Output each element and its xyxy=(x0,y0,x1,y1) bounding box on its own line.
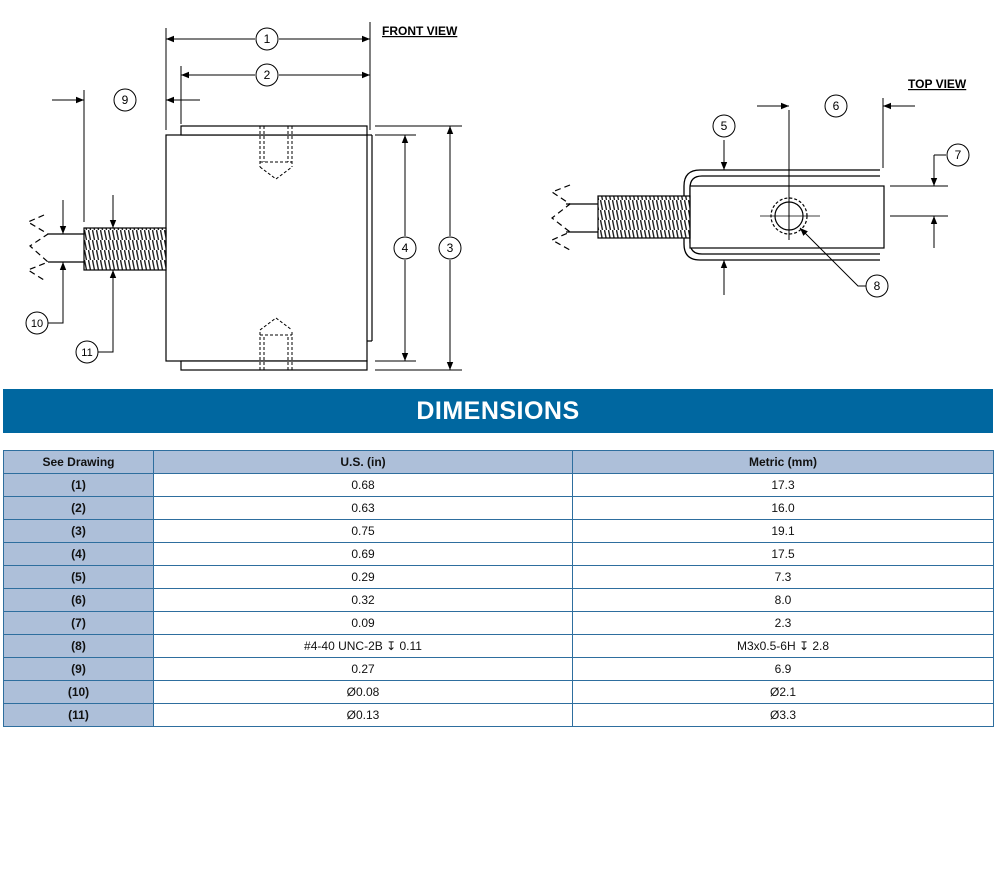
callout-1: 1 xyxy=(255,27,279,51)
row-key-cell: (4) xyxy=(3,542,154,566)
row-key-cell: (5) xyxy=(3,565,154,589)
us-value-cell: 0.27 xyxy=(153,657,573,681)
load-cell-body xyxy=(165,134,368,362)
metric-value-cell: 2.3 xyxy=(572,611,994,635)
metric-value-cell: Ø2.1 xyxy=(572,680,994,704)
metric-value-cell: 17.3 xyxy=(572,473,994,497)
top-view: TOP VIEW xyxy=(550,77,967,295)
threaded-stud-top xyxy=(597,195,691,239)
table-header-row: See Drawing U.S. (in) Metric (mm) xyxy=(3,450,994,474)
hidden-hole-top xyxy=(259,126,293,180)
svg-text:5: 5 xyxy=(721,119,728,133)
bottom-plate xyxy=(180,360,368,371)
callout-11: 11 xyxy=(75,340,99,364)
row-key-cell: (8) xyxy=(3,634,154,658)
cable-break-left xyxy=(26,214,50,281)
header-metric-mm: Metric (mm) xyxy=(572,450,994,474)
metric-value-cell: 19.1 xyxy=(572,519,994,543)
us-value-cell: 0.32 xyxy=(153,588,573,612)
metric-value-cell: M3x0.5-6H ↧ 2.8 xyxy=(572,634,994,658)
us-value-cell: Ø0.08 xyxy=(153,680,573,704)
us-value-cell: #4-40 UNC-2B ↧ 0.11 xyxy=(153,634,573,658)
top-plate xyxy=(180,125,368,136)
callout-2: 2 xyxy=(255,63,279,87)
row-key-cell: (6) xyxy=(3,588,154,612)
row-key-cell: (2) xyxy=(3,496,154,520)
row-key-cell: (10) xyxy=(3,680,154,704)
svg-text:4: 4 xyxy=(402,241,409,255)
svg-text:10: 10 xyxy=(31,318,43,330)
metric-value-cell: Ø3.3 xyxy=(572,703,994,727)
row-key-cell: (11) xyxy=(3,703,154,727)
row-key-cell: (1) xyxy=(3,473,154,497)
us-value-cell: 0.29 xyxy=(153,565,573,589)
top-view-label: TOP VIEW xyxy=(908,77,967,91)
front-view-label: FRONT VIEW xyxy=(382,24,458,38)
callout-8: 8 xyxy=(865,274,889,298)
svg-text:3: 3 xyxy=(447,241,454,255)
us-value-cell: 0.68 xyxy=(153,473,573,497)
us-value-cell: 0.75 xyxy=(153,519,573,543)
dimensions-banner: DIMENSIONS xyxy=(3,389,993,433)
metric-value-cell: 17.5 xyxy=(572,542,994,566)
callout-5: 5 xyxy=(712,114,736,138)
us-value-cell: 0.63 xyxy=(153,496,573,520)
row-key-cell: (7) xyxy=(3,611,154,635)
callout-3: 3 xyxy=(438,236,462,260)
metric-value-cell: 16.0 xyxy=(572,496,994,520)
front-view: FRONT VIEW xyxy=(26,22,462,371)
callout-6: 6 xyxy=(824,94,848,118)
svg-text:9: 9 xyxy=(122,93,129,107)
callout-10: 10 xyxy=(25,311,49,335)
us-value-cell: 0.69 xyxy=(153,542,573,566)
metric-value-cell: 8.0 xyxy=(572,588,994,612)
header-see-drawing: See Drawing xyxy=(3,450,154,474)
cable-break-right xyxy=(550,184,572,251)
callout-9: 9 xyxy=(113,88,137,112)
center-beam xyxy=(689,185,885,249)
header-us-in: U.S. (in) xyxy=(153,450,573,474)
us-value-cell: 0.09 xyxy=(153,611,573,635)
svg-text:7: 7 xyxy=(955,148,962,162)
svg-text:6: 6 xyxy=(833,99,840,113)
dimensions-table: See Drawing U.S. (in) Metric (mm) (1)0.6… xyxy=(3,450,994,727)
metric-value-cell: 6.9 xyxy=(572,657,994,681)
callout-4: 4 xyxy=(393,236,417,260)
svg-text:11: 11 xyxy=(81,347,92,359)
threaded-stud xyxy=(83,227,167,271)
svg-text:8: 8 xyxy=(874,279,881,293)
hidden-hole-bottom xyxy=(259,317,293,370)
row-key-cell: (9) xyxy=(3,657,154,681)
us-value-cell: Ø0.13 xyxy=(153,703,573,727)
row-key-cell: (3) xyxy=(3,519,154,543)
metric-value-cell: 7.3 xyxy=(572,565,994,589)
callout-7: 7 xyxy=(946,143,970,167)
technical-drawing: FRONT VIEW xyxy=(25,22,970,371)
svg-text:1: 1 xyxy=(264,32,271,46)
svg-text:2: 2 xyxy=(264,68,271,82)
